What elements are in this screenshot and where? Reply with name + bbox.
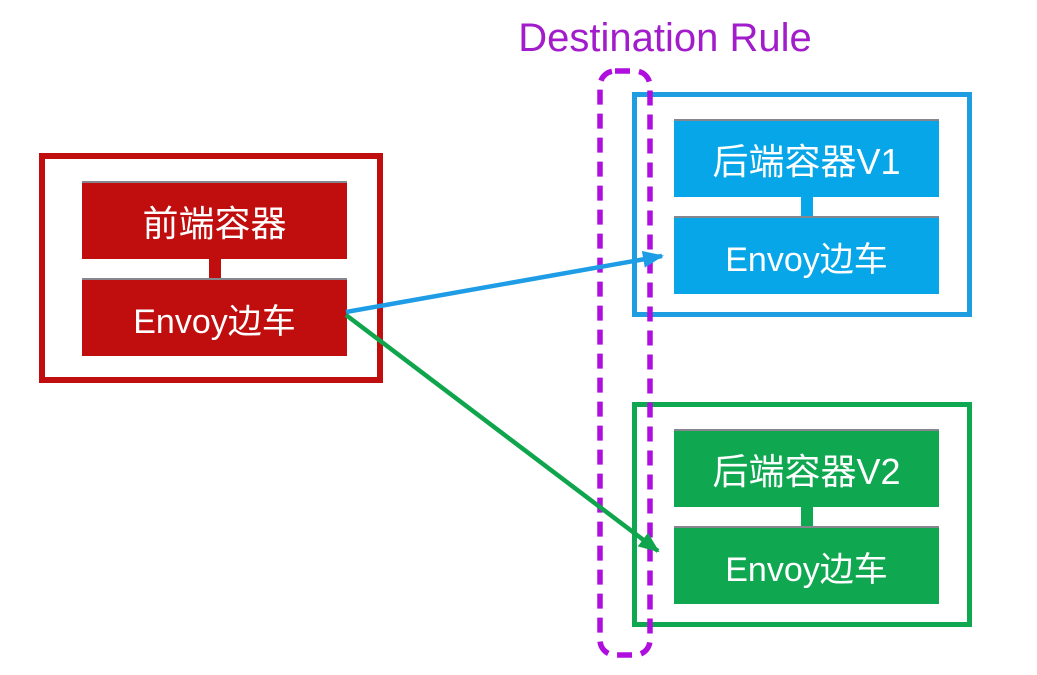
backend-v2-sidecar-box: Envoy边车 <box>674 526 939 604</box>
arrow-frontend-to-backend-v2 <box>344 313 660 553</box>
frontend-connector <box>209 259 221 278</box>
backend-v1-container-box: 后端容器V1 <box>674 119 939 197</box>
frontend-sidecar-label: Envoy边车 <box>133 302 296 341</box>
backend-v1-sidecar-label: Envoy边车 <box>725 240 888 279</box>
backend-v2-pod: 后端容器V2 Envoy边车 <box>632 402 972 627</box>
backend-v2-connector <box>801 507 813 526</box>
frontend-sidecar-box: Envoy边车 <box>82 278 347 356</box>
frontend-container-label: 前端容器 <box>142 203 287 244</box>
backend-v1-sidecar-box: Envoy边车 <box>674 216 939 294</box>
backend-v2-container-label: 后端容器V2 <box>712 451 901 492</box>
backend-v2-container-box: 后端容器V2 <box>674 429 939 507</box>
diagram-title: Destination Rule <box>518 16 812 60</box>
backend-v2-sidecar-label: Envoy边车 <box>725 550 888 589</box>
arrow-frontend-to-backend-v1 <box>345 250 664 315</box>
backend-v1-connector <box>801 197 813 216</box>
frontend-container-box: 前端容器 <box>82 181 347 259</box>
backend-v1-pod: 后端容器V1 Envoy边车 <box>632 92 972 317</box>
backend-v1-container-label: 后端容器V1 <box>712 141 901 182</box>
frontend-pod: 前端容器 Envoy边车 <box>39 153 383 383</box>
